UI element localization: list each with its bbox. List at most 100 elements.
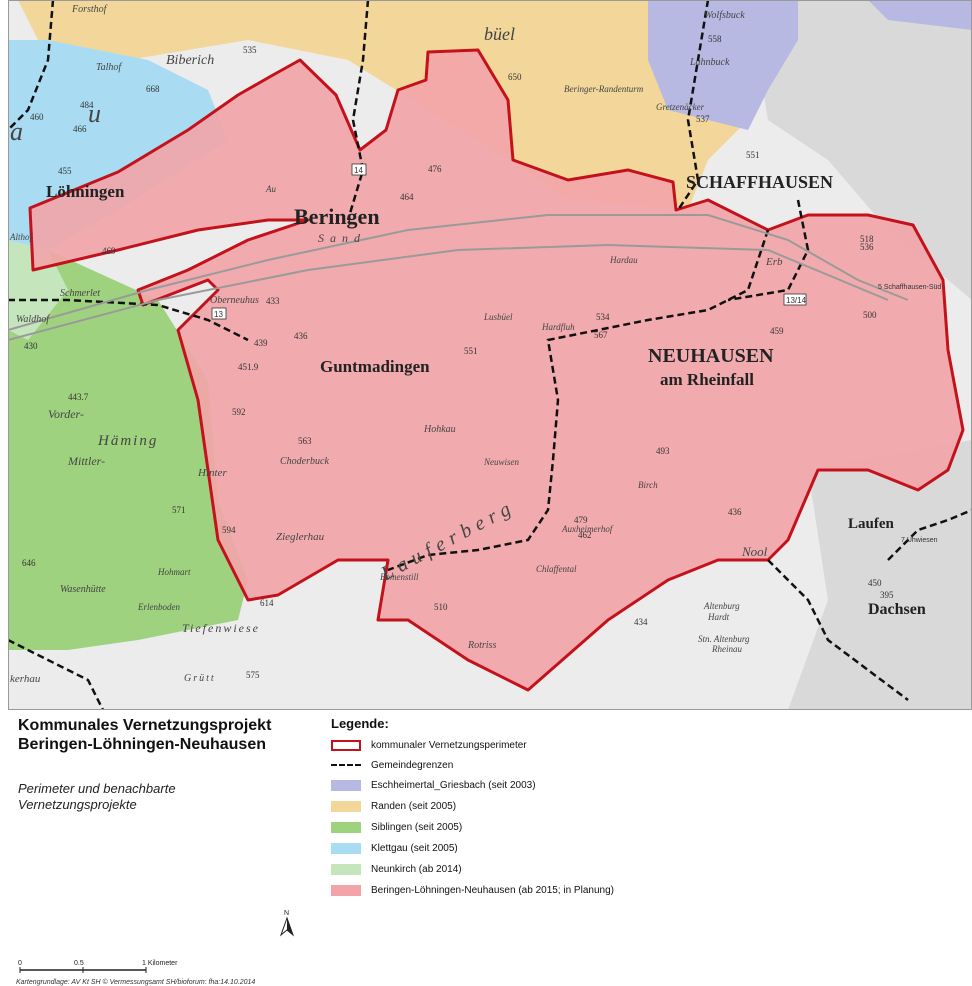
label-hohkau: Hohkau (423, 424, 456, 435)
label-hardfluh: Hardfluh (541, 322, 575, 332)
road-label-13-14: 13/14 (786, 296, 807, 305)
elev-label: 469 (102, 246, 116, 256)
label-birch: Birch (638, 480, 658, 490)
label-erlenboden: Erlenboden (137, 602, 180, 612)
legend-label: Gemeindegrenzen (371, 759, 454, 771)
label-altenburg: Altenburg (703, 601, 740, 611)
label-bomenstill: Bomenstill (380, 572, 419, 582)
area-randen (18, 0, 748, 210)
legend-swatch-fill (331, 863, 361, 875)
elev-label: 436 (728, 507, 742, 517)
elev-label: 459 (770, 326, 784, 336)
elev-label: 551 (464, 346, 478, 356)
elev-label: 455 (58, 166, 72, 176)
legend-item-klettgau: Klettgau (seit 2005) (331, 841, 458, 855)
elev-label: 534 (596, 312, 610, 322)
elevation-labels: 535 668 650 558 537 551 484 460 466 455 … (22, 34, 894, 680)
elev-label: 434 (634, 617, 648, 627)
legend-swatch-fill (331, 779, 361, 791)
area-eschheimertal-2 (868, 0, 972, 30)
elev-label: 433 (266, 296, 280, 306)
place-loehningen: Löhningen (46, 182, 125, 201)
elev-label: 563 (298, 436, 312, 446)
legend-label: kommunaler Vernetzungsperimeter (371, 739, 527, 751)
label-hohmart: Hohmart (157, 567, 191, 577)
label-gretzenaecker: Gretzenäcker (656, 102, 705, 112)
elev-label: 436 (294, 331, 308, 341)
legend-swatch-fill (331, 821, 361, 833)
label-beringer-randenturm: Beringer-Randenturm (564, 84, 644, 94)
scale-tick-1: 1 Kilometer (142, 960, 178, 967)
place-neuhausen: NEUHAUSEN (648, 345, 774, 367)
label-schmerlet: Schmerlet (60, 288, 100, 299)
label-zieglerhau: Zieglerhau (276, 531, 325, 543)
label-wasenhuette: Wasenhütte (60, 584, 106, 595)
elev-label: 484 (80, 100, 94, 110)
place-am-rheinfall: am Rheinfall (660, 370, 754, 389)
map-credit: Kartengrundlage: AV Kt SH © Vermessungsa… (16, 979, 256, 986)
label-laufen: Laufen (848, 516, 895, 532)
label-dachsen: Dachsen (868, 601, 926, 618)
legend-swatch-fill (331, 842, 361, 854)
label-hardau: Hardau (609, 255, 638, 265)
north-arrow-icon: N (279, 910, 295, 937)
gemeindegrenzen (8, 0, 972, 710)
legend-label: Neunkirch (ab 2014) (371, 863, 462, 875)
label-nool: Nool (741, 544, 768, 559)
elev-label: 443.7 (68, 392, 89, 402)
elev-label: 464 (400, 192, 414, 202)
elev-label: 462 (578, 530, 592, 540)
elev-label: 668 (146, 84, 160, 94)
legend-item-eschheimertal: Eschheimertal_Griesbach (seit 2003) (331, 778, 536, 792)
label-neuwisen: Neuwisen (483, 457, 519, 467)
legend-label: Siblingen (seit 2005) (371, 821, 463, 833)
label-waldhof: Waldhof (16, 314, 50, 325)
label-hinter: Hinter (197, 467, 227, 479)
elev-label: 460 (30, 112, 44, 122)
info-panel: Kommunales Vernetzungsprojekt Beringen-L… (0, 712, 972, 986)
elev-label: 571 (172, 505, 186, 515)
label-a: a (10, 117, 23, 146)
exit-label-schaffhausen-sued: 5 Schaffhausen-Süd (878, 284, 941, 291)
elev-label: 646 (22, 558, 36, 568)
road-label-13: 13 (214, 310, 223, 319)
elev-label: 537 (696, 114, 710, 124)
elev-label: 558 (708, 34, 722, 44)
elev-label: 614 (260, 598, 274, 608)
label-stn-altenburg: Stn. Altenburg (698, 634, 750, 644)
elev-label: 500 (863, 310, 877, 320)
place-guntmadingen: Guntmadingen (320, 357, 430, 376)
elev-label: 493 (656, 446, 670, 456)
elev-label: 450 (868, 578, 882, 588)
legend-swatch-outline (331, 739, 361, 751)
place-schaffhausen: SCHAFFHAUSEN (686, 172, 833, 192)
elev-label: 439 (254, 338, 268, 348)
exit-label-uhwiesen: 7 Uhwiesen (901, 537, 938, 544)
legend-swatch-fill (331, 884, 361, 896)
road-labels: 14 13 13/14 5 Schaffhausen-Süd 7 Uhwiese… (211, 163, 941, 544)
label-oberneuhus: Oberneuhus (210, 295, 259, 306)
elev-label: 476 (428, 164, 442, 174)
label-chlaffental: Chlaffental (536, 564, 577, 574)
legend-label: Randen (seit 2005) (371, 800, 457, 812)
legend-item-neunkirch: Neunkirch (ab 2014) (331, 862, 462, 876)
label-lusbuel: Lusbüel (483, 312, 513, 322)
label-forsthof: Forsthof (71, 4, 108, 15)
elev-label: 451.9 (238, 362, 259, 372)
roads (8, 214, 909, 341)
elev-label: 510 (434, 602, 448, 612)
place-beringen: Beringen (294, 204, 380, 229)
label-buel: büel (484, 24, 515, 44)
label-u: u (88, 99, 101, 128)
elev-label: 567 (594, 330, 608, 340)
legend-label: Eschheimertal_Griesbach (seit 2003) (371, 779, 536, 791)
label-hardt: Hardt (707, 612, 730, 622)
road-label-14: 14 (354, 166, 363, 175)
label-haeming: Häming (97, 433, 158, 449)
label-auxheimerhof: Auxheimerhof (561, 524, 614, 534)
legend-heading: Legende: (331, 716, 389, 731)
label-erb: Erb (765, 256, 783, 268)
label-choderbuck: Choderbuck (280, 456, 329, 467)
map-canvas[interactable]: 14 13 13/14 5 Schaffhausen-Süd 7 Uhwiese… (8, 0, 972, 710)
label-mittler: Mittler- (67, 454, 105, 468)
